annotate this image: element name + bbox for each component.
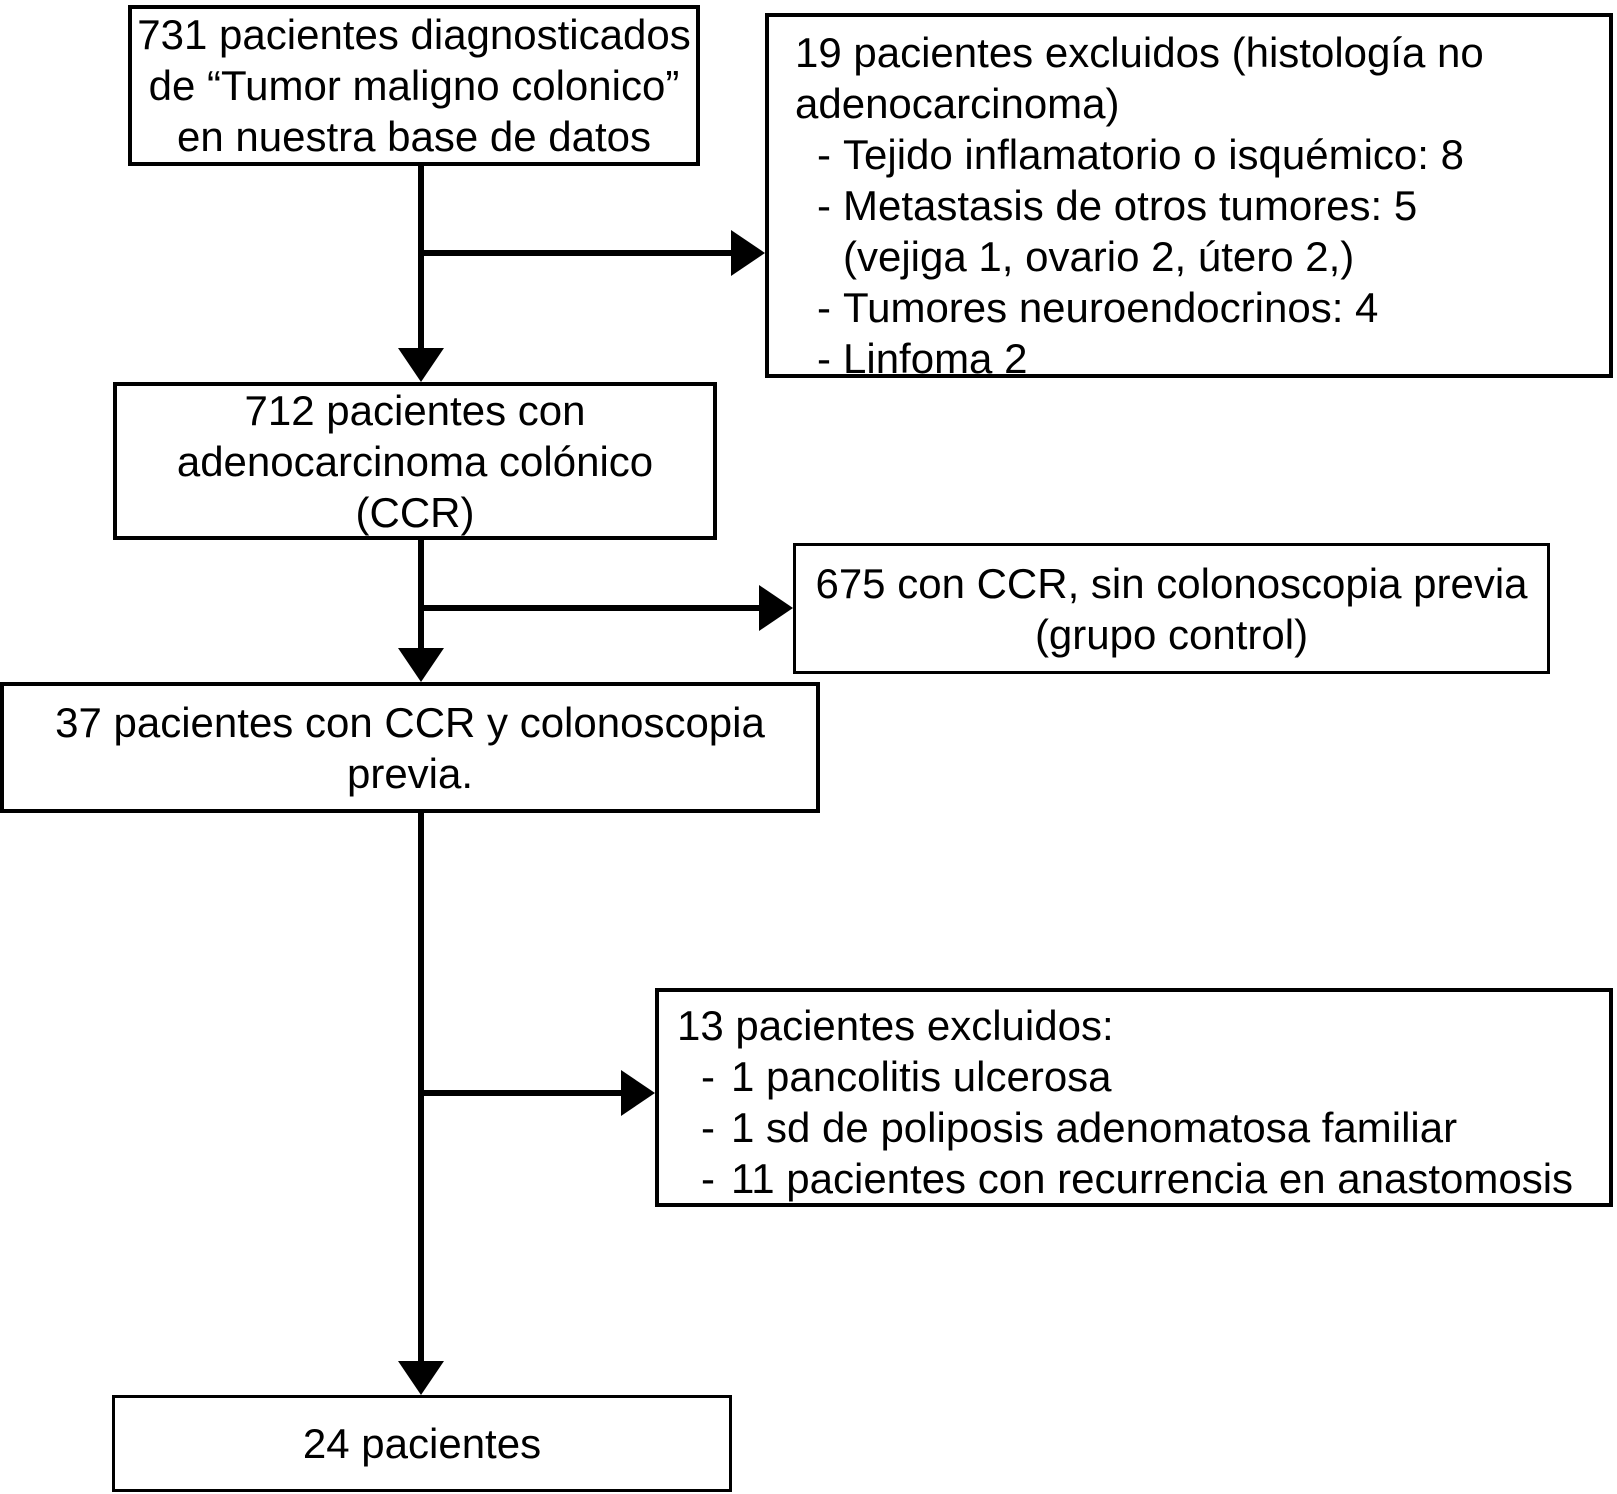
dash-bullet: - — [817, 284, 831, 331]
box-675-line-2: (grupo control) — [1034, 610, 1309, 658]
box-731-line-1: 731 pacientes diagnosticados — [137, 11, 691, 58]
box-13-excluidos: 13 pacientes excluidos: - 1 pancolitis u… — [655, 988, 1613, 1207]
dash-bullet: - — [701, 1053, 715, 1100]
excl-hist-item-neuroendocrinos: - Tumores neuroendocrinos: 4 — [795, 282, 1599, 333]
box-712-adenocarcinoma: 712 pacientes con adenocarcinoma colónic… — [113, 382, 717, 540]
arrow-to-excluded-13 — [421, 1070, 655, 1116]
dash-bullet: - — [817, 335, 831, 382]
excl-13-item-pancolitis: - 1 pancolitis ulcerosa — [677, 1051, 1599, 1102]
box-712-line-3: (CCR) — [355, 488, 475, 536]
box-19-excluidos-histologia: 19 pacientes excluidos (histología no ad… — [765, 13, 1613, 382]
arrow-initial-to-adenocarcinoma — [398, 166, 444, 382]
box-675-grupo-control: 675 con CCR, sin colonoscopia previa (gr… — [793, 543, 1550, 674]
excl-hist-item-metastasis: - Metastasis de otros tumores: 5 (vejiga… — [795, 180, 1599, 282]
box-712-line-1: 712 pacientes con — [244, 386, 586, 434]
excl-hist-item-tejido: - Tejido inflamatorio o isquémico: 8 — [795, 129, 1599, 180]
excl-13-title: 13 pacientes excluidos: — [677, 1002, 1114, 1049]
excl-13-item-recurrencia-text: 11 pacientes con recurrencia en anastomo… — [731, 1155, 1574, 1202]
box-712-line-2: adenocarcinoma colónico — [176, 437, 654, 485]
excl-hist-item-metastasis-text: Metastasis de otros tumores: 5 — [843, 182, 1418, 229]
arrow-to-excluded-histology — [421, 230, 765, 276]
box-24-pacientes: 24 pacientes — [112, 1395, 732, 1492]
arrow-to-control-group — [421, 585, 793, 631]
excl-hist-title-line-2: adenocarcinoma) — [795, 80, 1120, 127]
excl-hist-item-tejido-text: Tejido inflamatorio o isquémico: 8 — [843, 131, 1464, 178]
box-731-diagnosticados: 731 pacientes diagnosticados de “Tumor m… — [128, 5, 700, 166]
dash-bullet: - — [817, 182, 831, 229]
dash-bullet: - — [701, 1104, 715, 1151]
dash-bullet: - — [701, 1155, 715, 1202]
excl-hist-item-linfoma-text: Linfoma 2 — [843, 335, 1028, 382]
box-37-line-1: 37 pacientes con CCR y colonoscopia — [55, 698, 765, 746]
box-24-text: 24 pacientes — [302, 1420, 542, 1467]
excl-hist-title-line-1: 19 pacientes excluidos (histología no — [795, 29, 1484, 76]
box-37-line-2: previa. — [346, 749, 474, 797]
excl-13-item-poliposis: - 1 sd de poliposis adenomatosa familiar — [677, 1102, 1599, 1153]
excl-13-item-recurrencia: - 11 pacientes con recurrencia en anasto… — [677, 1153, 1599, 1204]
box-731-line-3: en nuestra base de datos — [176, 113, 652, 160]
dash-bullet: - — [817, 131, 831, 178]
excl-13-item-pancolitis-text: 1 pancolitis ulcerosa — [731, 1053, 1112, 1100]
excl-13-item-poliposis-text: 1 sd de poliposis adenomatosa familiar — [731, 1104, 1458, 1151]
box-675-line-1: 675 con CCR, sin colonoscopia previa — [815, 559, 1528, 607]
excl-hist-item-metastasis-detail: (vejiga 1, ovario 2, útero 2,) — [843, 233, 1355, 280]
arrow-colonoscopia-to-final — [398, 813, 444, 1395]
excl-hist-item-neuroendocrinos-text: Tumores neuroendocrinos: 4 — [843, 284, 1379, 331]
excl-hist-item-linfoma: - Linfoma 2 — [795, 333, 1599, 384]
arrow-adenocarcinoma-to-colonoscopia — [398, 540, 444, 682]
box-37-colonoscopia-previa: 37 pacientes con CCR y colonoscopia prev… — [0, 682, 820, 813]
box-731-line-2: de “Tumor maligno colonico” — [148, 62, 680, 109]
